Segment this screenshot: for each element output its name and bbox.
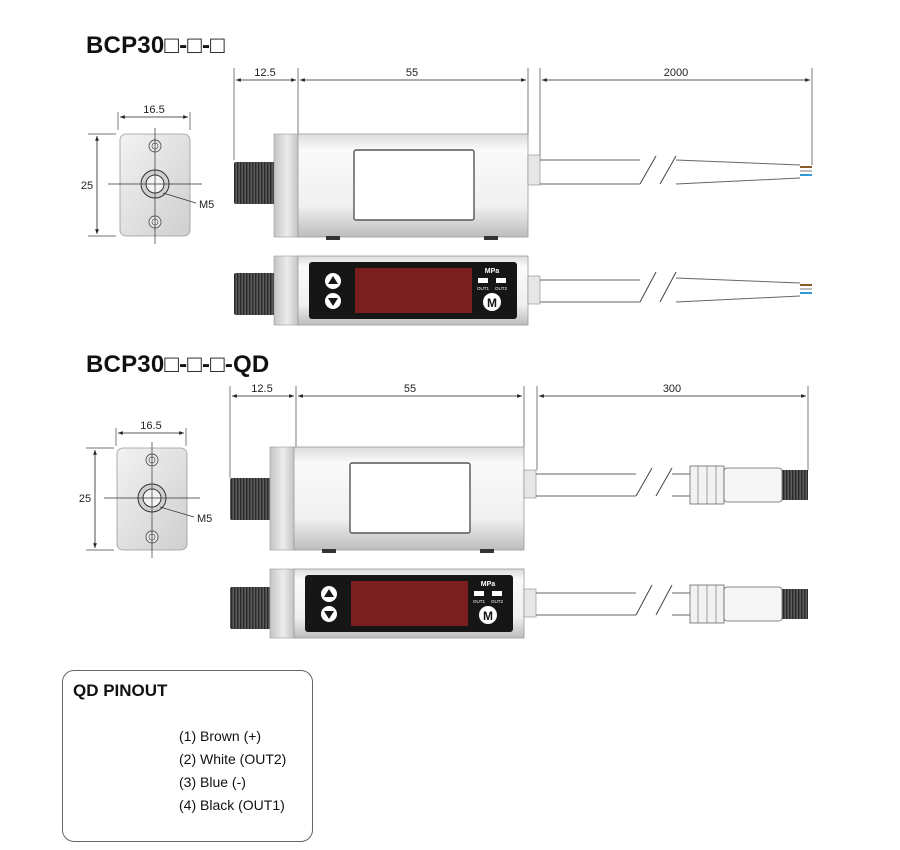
dim-body: 55 [406,67,418,79]
model-title-standard: BCP30□-□-□ [86,32,225,59]
pin-label-3: (3) Blue (-) [179,774,246,790]
pinout-title: QD PINOUT [73,681,168,700]
dim-front-width-qd: 16.5 [140,420,161,432]
thread-label-qd: M5 [197,513,212,525]
end-view-standard: 16.5 25 M5 [81,104,214,244]
out2-label: OUT2 [495,286,507,291]
dim-front-height: 25 [81,180,93,192]
dim-connector: 12.5 [254,67,275,79]
dim-body-qd: 55 [404,383,416,395]
out1-label: OUT1 [477,286,489,291]
thread-label: M5 [199,199,214,211]
front-view-standard: MPa OUT1 OUT2 M [234,255,812,326]
unit-label: MPa [485,268,500,275]
pin-label-2: (2) White (OUT2) [179,751,287,767]
unit-label-qd: MPa [481,581,496,588]
front-view-qd: MPa OUT1 OUT2 M [230,568,808,639]
pinout-card: QD PINOUT (1) Brown (+) (2) White (OUT2)… [62,670,313,842]
svg-text:M: M [483,609,493,623]
pin-label-4: (4) Black (OUT1) [179,797,285,813]
display-screen-qd [351,581,468,626]
svg-text:M: M [487,296,497,310]
dim-connector-qd: 12.5 [251,383,272,395]
mode-button-qd [479,606,497,624]
side-view-qd: 12.5 55 300 [229,383,809,553]
side-view-standard: 12.5 55 2000 [233,67,813,240]
dim-cable: 2000 [664,67,688,79]
dim-front-height-qd: 25 [79,493,91,505]
pinout-list: (1) Brown (+) (2) White (OUT2) (3) Blue … [179,725,286,817]
out2-label-qd: OUT2 [491,599,503,604]
end-view-qd: 16.5 25 M5 [79,420,212,558]
pin-label-1: (1) Brown (+) [179,728,262,744]
dim-front-width: 16.5 [143,104,164,116]
dim-cable-qd: 300 [663,383,681,395]
out1-label-qd: OUT1 [473,599,485,604]
mode-button [483,293,501,311]
model-title-qd: BCP30□-□-□-QD [86,351,270,378]
display-screen [355,268,472,313]
